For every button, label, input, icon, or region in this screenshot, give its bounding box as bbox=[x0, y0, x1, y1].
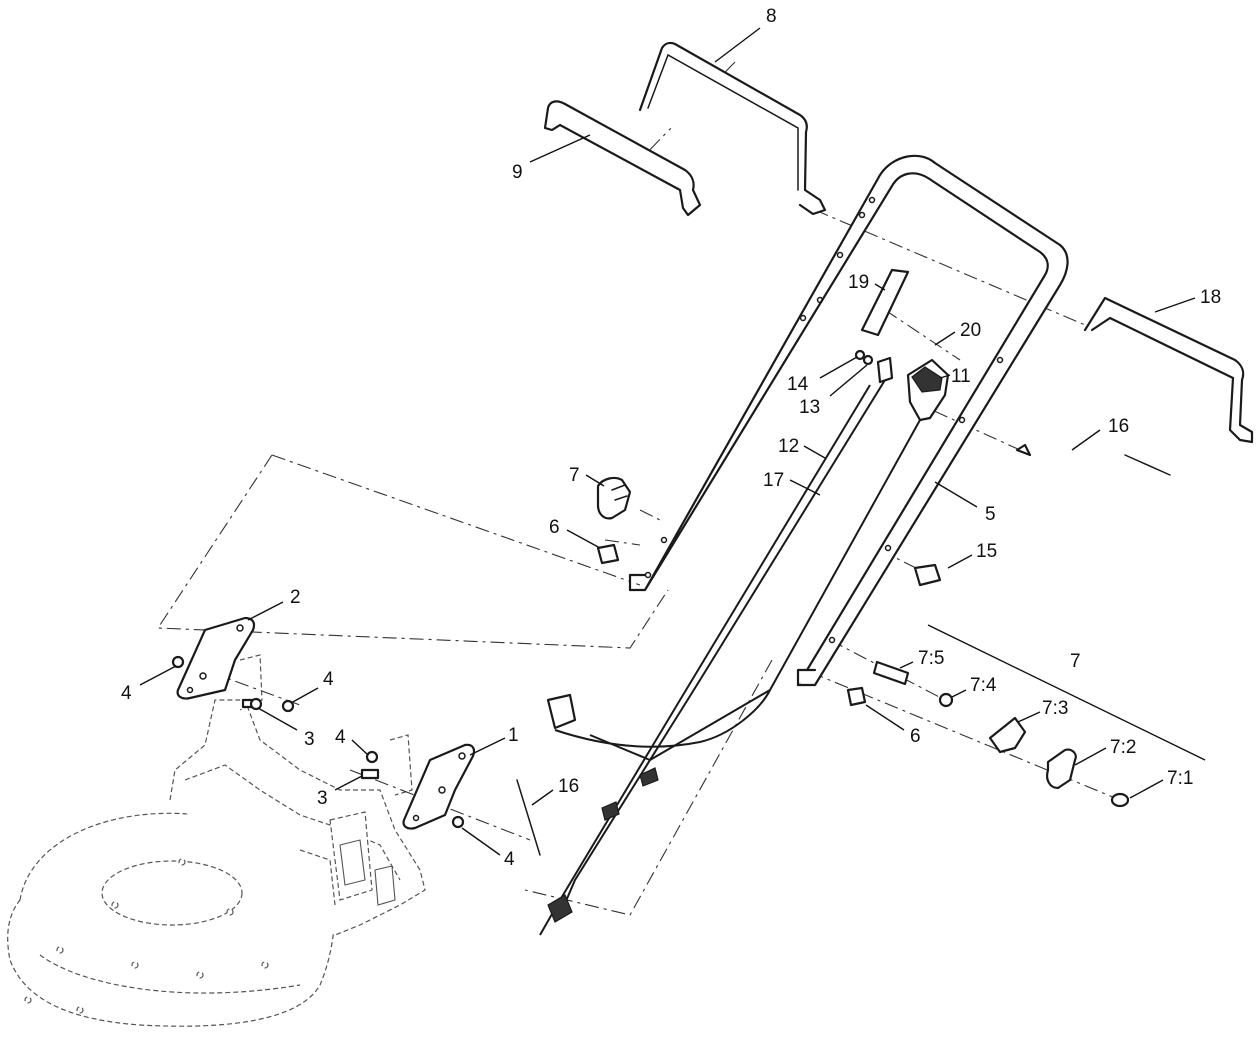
callout-7-4: 7:4 bbox=[970, 675, 997, 696]
callout-17: 17 bbox=[763, 470, 784, 491]
callout-6-bottom: 6 bbox=[910, 726, 921, 747]
decal-19 bbox=[860, 268, 910, 337]
callout-7-3: 7:3 bbox=[1042, 698, 1068, 719]
callout-2: 2 bbox=[290, 587, 301, 608]
callout-13: 13 bbox=[799, 397, 820, 418]
callout-7-knob: 7 bbox=[569, 465, 580, 486]
leader-lines bbox=[139, 27, 1196, 856]
callout-3-lower: 3 bbox=[317, 788, 328, 809]
callout-18: 18 bbox=[1200, 287, 1221, 308]
bail-18 bbox=[1083, 296, 1254, 444]
callout-7-2: 7:2 bbox=[1110, 737, 1136, 758]
callout-16-top: 16 bbox=[1108, 416, 1129, 437]
mower-deck bbox=[7, 654, 426, 1027]
callout-9: 9 bbox=[512, 162, 523, 183]
group-bracket-7 bbox=[927, 624, 1206, 761]
bracket-2 bbox=[176, 616, 256, 700]
callout-3-upper: 3 bbox=[304, 729, 315, 750]
knob-exploded bbox=[988, 716, 1130, 808]
control-11 bbox=[876, 356, 950, 422]
callout-4-left: 4 bbox=[121, 683, 132, 704]
cable-tie-16 bbox=[516, 454, 1171, 856]
bail-8 bbox=[638, 41, 827, 216]
callout-14: 14 bbox=[787, 374, 809, 395]
callout-7-1: 7:1 bbox=[1167, 768, 1193, 789]
handle bbox=[628, 154, 1069, 687]
bail-9 bbox=[543, 100, 702, 217]
callout-4-middle: 4 bbox=[335, 727, 346, 748]
callout-20: 20 bbox=[960, 320, 981, 341]
callout-19: 19 bbox=[848, 272, 869, 293]
bracket-1 bbox=[402, 743, 476, 830]
hardware bbox=[171, 349, 1032, 829]
callout-1: 1 bbox=[508, 725, 519, 746]
knob-7 bbox=[596, 476, 632, 520]
callout-7-5: 7:5 bbox=[918, 648, 944, 669]
callout-11: 11 bbox=[951, 366, 971, 387]
cables bbox=[539, 379, 921, 936]
callout-7-group: 7 bbox=[1070, 651, 1081, 672]
callout-4-upper: 4 bbox=[323, 669, 334, 690]
callout-labels: 8 9 18 19 20 14 13 11 12 17 16 5 15 7 6 … bbox=[121, 6, 1221, 870]
callout-12: 12 bbox=[778, 436, 799, 457]
callout-6-top: 6 bbox=[549, 517, 560, 538]
callout-4-lower: 4 bbox=[504, 849, 515, 870]
callout-16-bottom: 16 bbox=[558, 776, 579, 797]
callout-5: 5 bbox=[985, 504, 996, 525]
callout-15: 15 bbox=[976, 541, 997, 562]
callout-8: 8 bbox=[766, 6, 777, 27]
